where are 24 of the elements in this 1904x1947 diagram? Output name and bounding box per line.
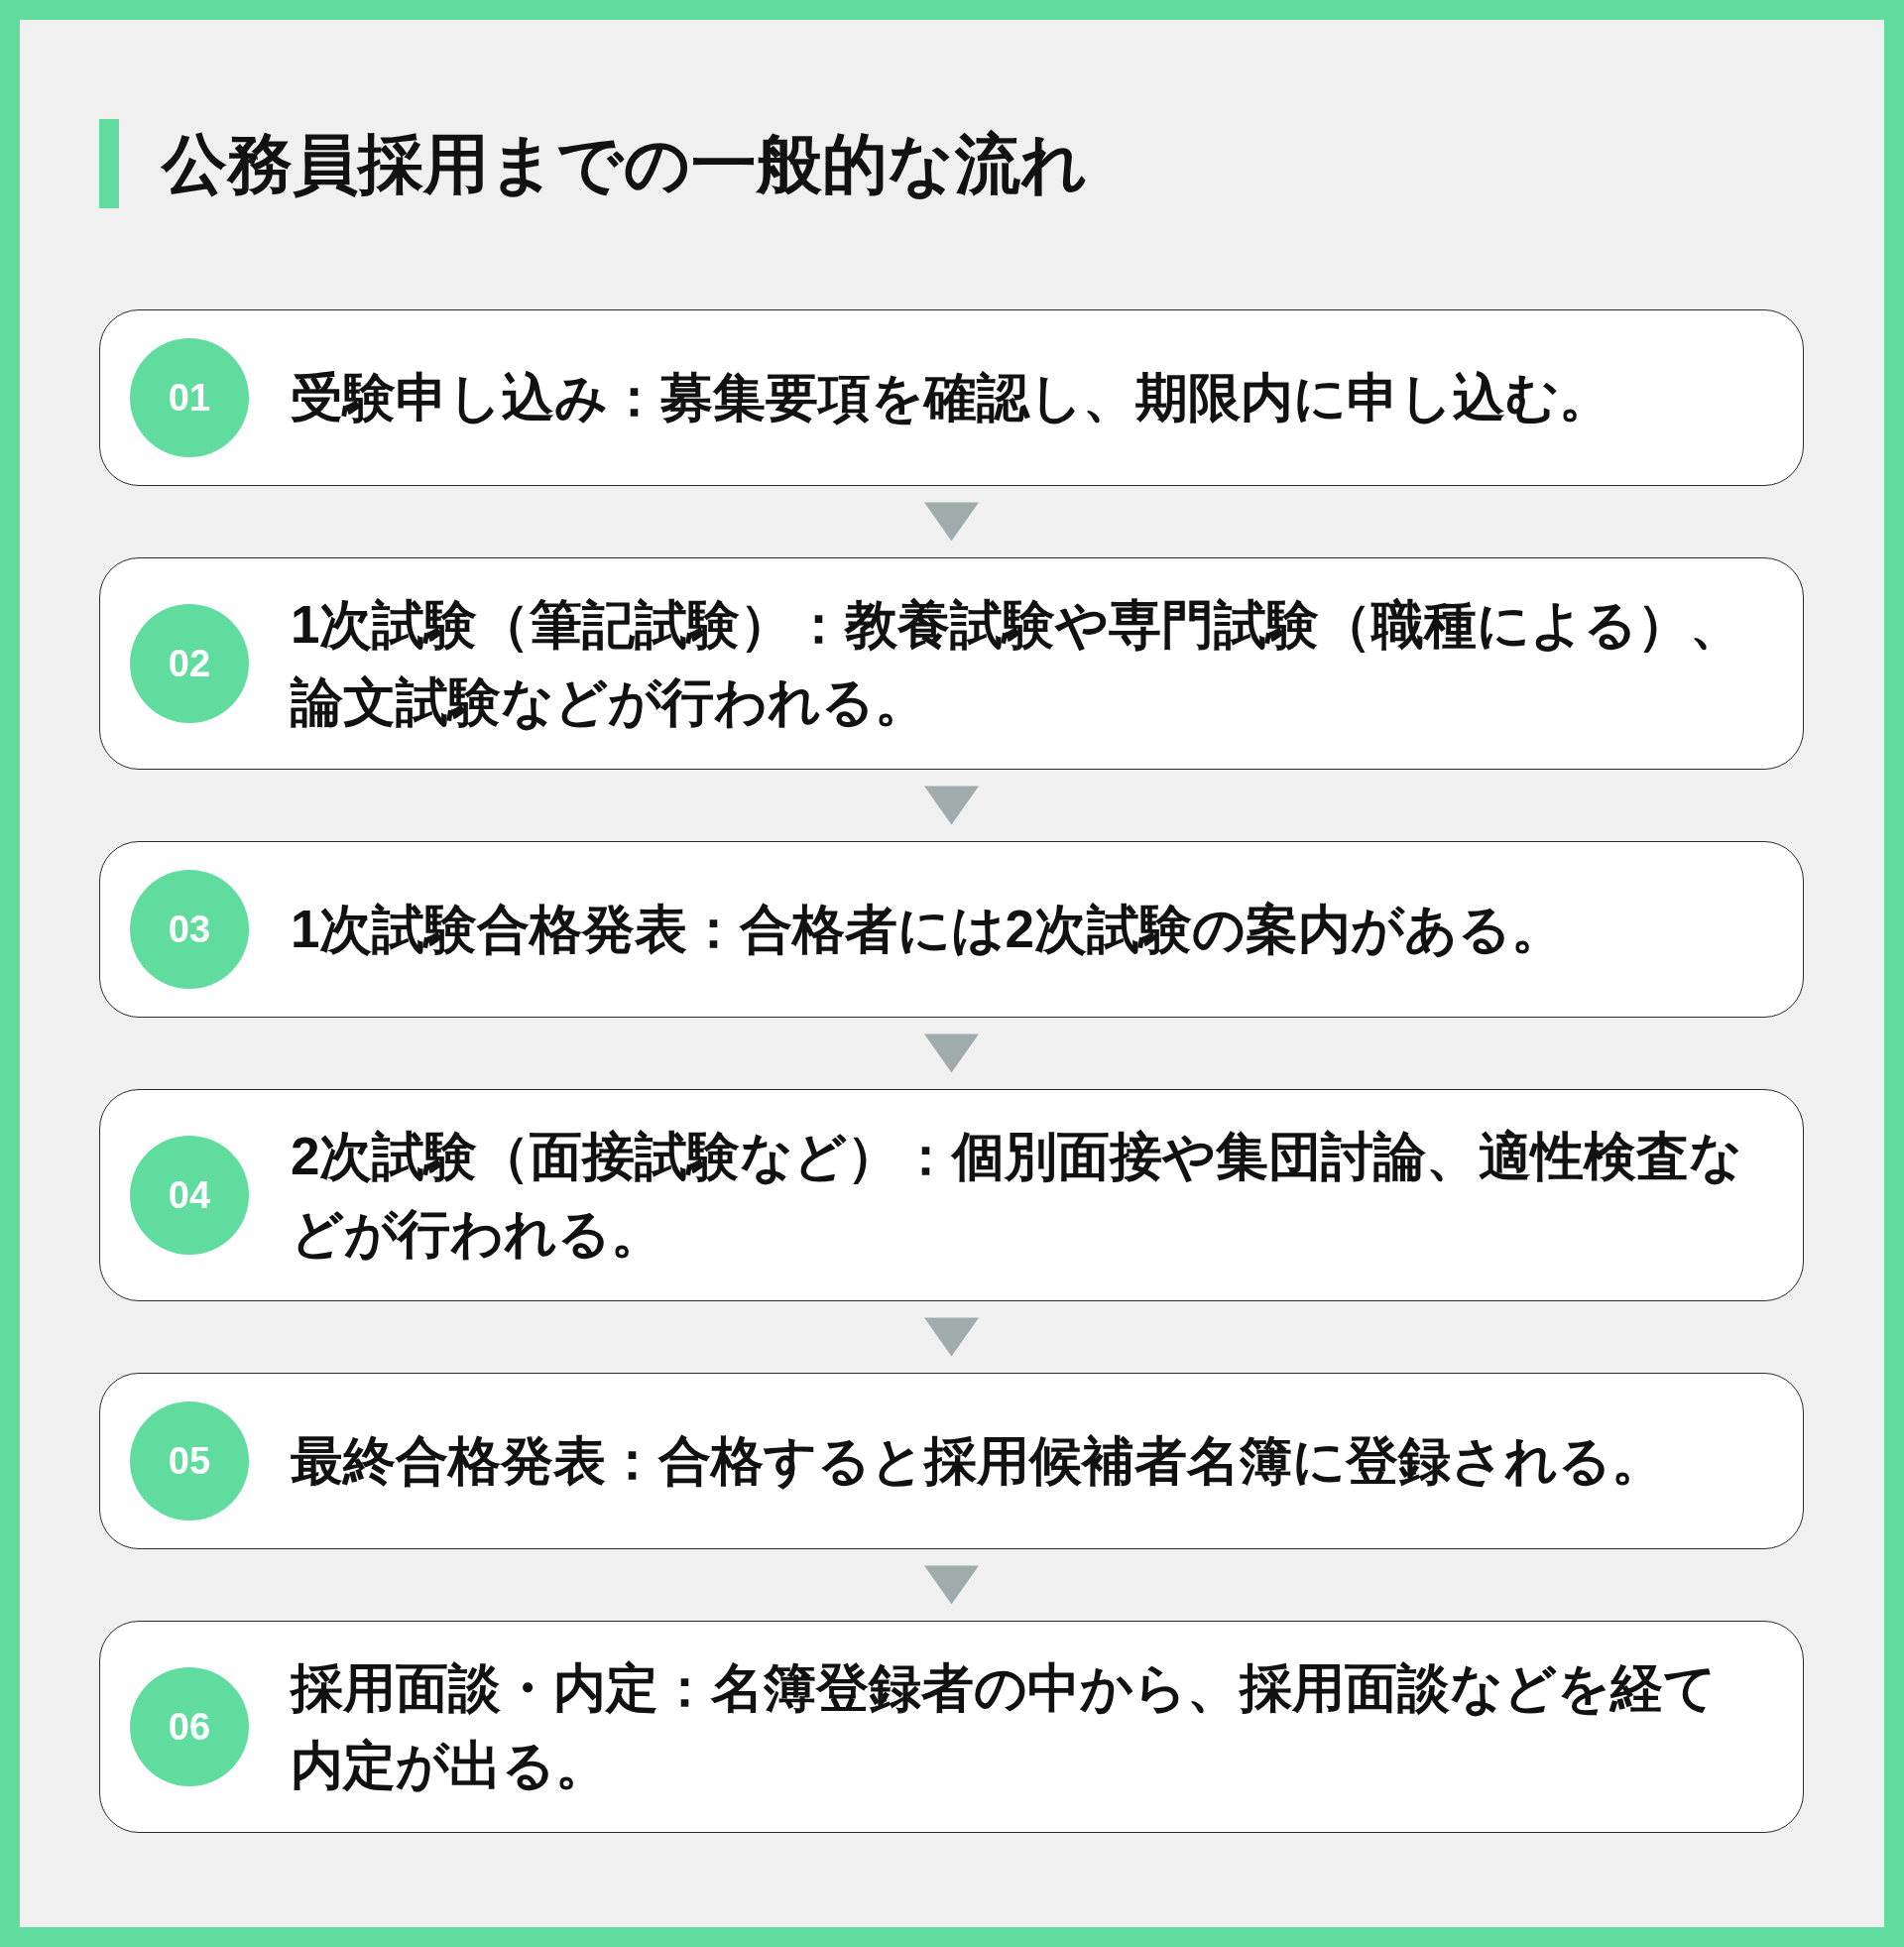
step-card — [99, 1373, 1804, 1549]
step-description: 受験申し込み：募集要項を確認し、期限内に申し込む。 — [291, 367, 1612, 428]
step-description: 最終合格発表：合格すると採用候補者名簿に登録される。 — [291, 1430, 1665, 1492]
step-number-marker: 03 — [130, 870, 249, 989]
step-number-marker: 06 — [130, 1667, 249, 1786]
step-number-marker: 02 — [130, 604, 249, 723]
step-number-marker: 04 — [130, 1136, 249, 1255]
step-description: 1次試験合格発表：合格者には2次試験の案内がある。 — [291, 899, 1565, 960]
step-card — [99, 1089, 1804, 1301]
step-card — [99, 841, 1804, 1018]
flow-arrow — [924, 1565, 979, 1605]
step-description: 採用面談・内定：名簿登録者の中から、採用面談などを経て内定が出る。 — [291, 1657, 1718, 1796]
step-number-marker: 01 — [130, 338, 249, 457]
step-description: 2次試験（面接試験など）：個別面接や集団討論、適性検査などが行われる。 — [291, 1126, 1744, 1265]
step-number-marker: 05 — [130, 1401, 249, 1521]
flow-arrow — [924, 1034, 979, 1073]
diagram-title: 公務員採用までの一般的な流れ — [162, 126, 1088, 202]
step-card — [99, 557, 1804, 770]
step-card — [99, 309, 1804, 486]
step-card — [99, 1621, 1804, 1833]
flow-arrow — [924, 1317, 979, 1357]
flow-arrow — [924, 502, 979, 542]
step-description: 1次試験（筆記試験）：教養試験や専門試験（職種による）、論文試験などが行われる。 — [291, 594, 1744, 733]
flow-arrow — [924, 786, 979, 825]
